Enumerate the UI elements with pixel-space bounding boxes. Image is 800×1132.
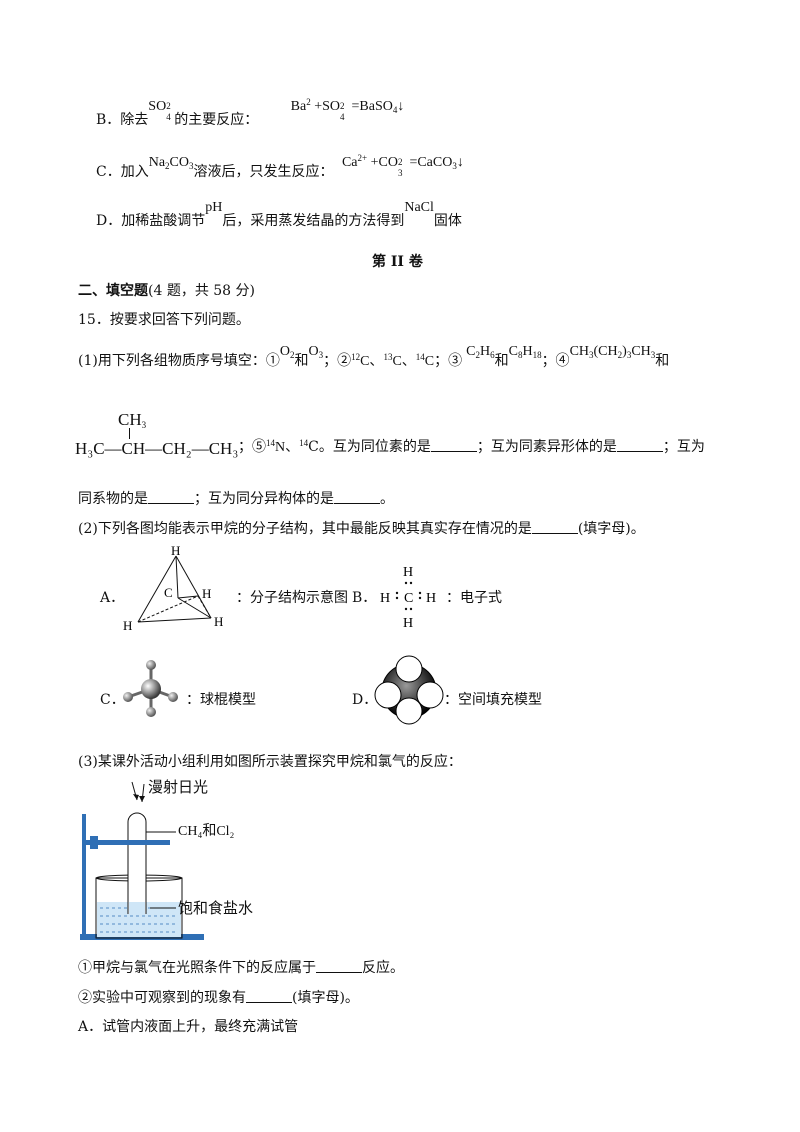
- methane-tetrahedron-diagram: H C H H H: [123, 543, 223, 633]
- section-info: (4 题，共 58 分): [148, 283, 255, 299]
- o2-formula: O2: [279, 344, 295, 360]
- ph-symbol: pH: [205, 200, 223, 215]
- option-d-desc-methane: ：空间填充模型: [444, 692, 542, 708]
- option-d-label-methane: D．: [352, 692, 378, 708]
- o3-formula: O3: [308, 344, 324, 360]
- butane-formula: CH3(CH2)3CH3: [569, 344, 656, 360]
- q15-part1-line3: 同系物的是；互为同分异构体的是。: [78, 491, 394, 507]
- option-d: D．加稀盐酸调节pH后，采用蒸发结晶的方法得到NaCl固体: [96, 200, 462, 229]
- q15-sub2: ②实验中可观察到的现象有(填字母)。: [78, 990, 359, 1006]
- dot-h-bottom: H: [403, 616, 413, 630]
- section-title: 二、填空题: [78, 283, 148, 299]
- option-c-prefix: C．加入: [96, 164, 149, 180]
- brine-label: 饱和食盐水: [178, 899, 254, 917]
- volume-title: 第 II 卷: [372, 254, 423, 270]
- section-heading: 二、填空题(4 题，共 58 分): [78, 284, 255, 298]
- stand-rod: [82, 814, 86, 934]
- gas-label: CH₄和Cl₂: [178, 824, 235, 839]
- q15-choice-a: A．试管内液面上升，最终充满试管: [78, 1019, 299, 1035]
- answer-blank-isotope[interactable]: [430, 439, 477, 452]
- answer-blank-phenomena[interactable]: [246, 990, 292, 1003]
- methane-electron-dot-diagram: H C H H H: [380, 565, 436, 630]
- q15-part3: (3)某课外活动小组利用如图所示装置探究甲烷和氯气的反应：: [78, 754, 462, 770]
- q15-part2: (2)下列各图均能表示甲烷的分子结构，其中最能反映其真实存在情况的是(填字母)。: [78, 521, 645, 537]
- option-c-label-methane: C．: [100, 692, 125, 708]
- carbon-isotopes: 12C、13C、14C；③: [351, 352, 463, 369]
- q15-part1-line1: (1)用下列各组物质序号填空：①O2和O3；②12C、13C、14C；③C2H6…: [78, 344, 670, 369]
- option-c-mid: 溶液后，只发生反应：: [193, 164, 334, 180]
- nacl-symbol: NaCl: [404, 200, 434, 215]
- test-tube: [127, 812, 147, 914]
- answer-blank-reaction-type[interactable]: [316, 960, 362, 973]
- dot-h-right: H: [426, 591, 436, 606]
- option-b-prefix: B．除去: [96, 112, 149, 128]
- atom-h-top: H: [171, 543, 180, 558]
- isobutane-top: CH3: [118, 410, 147, 430]
- dot-h-top: H: [403, 565, 413, 580]
- atom-c-center: C: [164, 585, 173, 600]
- atom-h-right-back: H: [202, 586, 211, 601]
- clamp-holder: [90, 836, 98, 849]
- q15-part1-line2: ；⑤14N、14C。互为同位素的是；互为同素异形体的是；互为: [238, 438, 705, 455]
- atom-h-left: H: [123, 618, 132, 633]
- c8h18-formula: C8H18: [508, 344, 542, 360]
- option-b-mid: 的主要反应：: [174, 112, 259, 128]
- atom-h-right: H: [214, 614, 223, 629]
- na2co3: Na2CO3: [148, 155, 194, 171]
- option-c-desc-methane: ：球棍模型: [186, 692, 256, 708]
- methane-space-filling-model: [374, 655, 444, 725]
- methane-chlorine-apparatus: [80, 781, 204, 940]
- answer-blank-methane-model[interactable]: [531, 521, 578, 534]
- answer-blank-isomer[interactable]: [334, 491, 380, 504]
- option-b-label-methane: B．: [352, 590, 377, 606]
- c2h6-formula: C2H6: [466, 344, 495, 360]
- option-a-label: A．: [100, 590, 125, 606]
- answer-blank-allotrope[interactable]: [616, 439, 663, 452]
- dot-h-left: H: [380, 591, 390, 606]
- isobutane-main: H₃C—CH—CH₂—CH₃: [75, 439, 239, 458]
- light-label: 漫射日光: [148, 778, 209, 796]
- option-a-desc: ：分子结构示意图: [236, 590, 348, 606]
- answer-blank-homolog[interactable]: [148, 491, 194, 504]
- dot-c: C: [404, 591, 413, 606]
- option-b-desc-methane: ：电子式: [446, 590, 502, 606]
- q15-stem: 15．按要求回答下列问题。: [78, 312, 250, 328]
- isobutane-bond: [129, 428, 130, 439]
- q15-sub1: ①甲烷与氯气在光照条件下的反应属于反应。: [78, 960, 404, 976]
- methane-ball-stick-model: [123, 660, 178, 717]
